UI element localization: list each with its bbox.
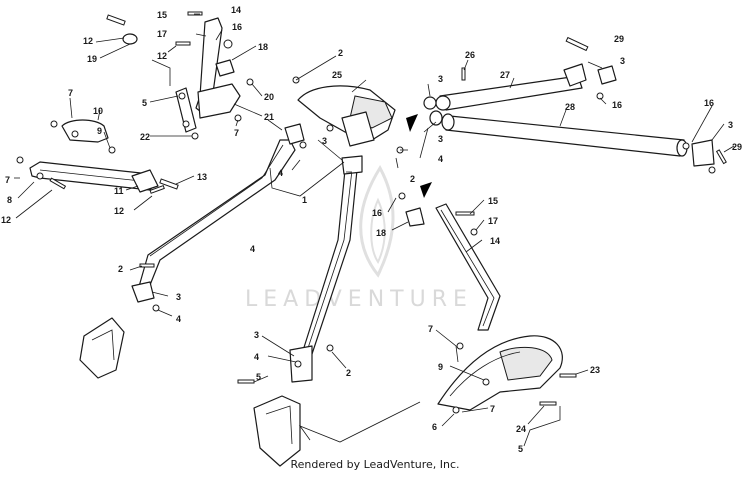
callout-22: 22 <box>140 132 150 142</box>
callout-3: 3 <box>438 74 443 84</box>
watermark-text: LEADVENTURE <box>245 287 473 312</box>
callout-4: 4 <box>254 352 259 362</box>
callout-2: 2 <box>346 368 351 378</box>
callout-4: 4 <box>176 314 181 324</box>
callout-20: 20 <box>264 92 274 102</box>
callout-7: 7 <box>490 404 495 414</box>
callout-23: 23 <box>590 365 600 375</box>
callout-18: 18 <box>258 42 268 52</box>
front-tube-left <box>131 123 305 312</box>
callout-14: 14 <box>490 236 500 246</box>
callout-4: 4 <box>250 244 255 254</box>
lower-left-mount <box>79 317 125 379</box>
callout-17: 17 <box>157 29 167 39</box>
upper-bracket-assembly <box>106 11 254 140</box>
front-tube-center <box>289 155 363 383</box>
callout-19: 19 <box>87 54 97 64</box>
callout-1: 1 <box>302 195 307 205</box>
callout-4: 4 <box>278 168 283 178</box>
callout-3: 3 <box>176 292 181 302</box>
callout-5: 5 <box>518 444 523 454</box>
callout-2: 2 <box>338 48 343 58</box>
callout-29: 29 <box>732 142 742 152</box>
callout-29: 29 <box>614 34 624 44</box>
watermark-logo <box>359 165 395 278</box>
callout-5: 5 <box>142 98 147 108</box>
callout-13: 13 <box>197 172 207 182</box>
callout-8: 8 <box>7 195 12 205</box>
callout-labels: 15 14 17 16 12 19 12 18 20 21 5 22 7 7 1… <box>1 5 742 454</box>
rear-mount-bracket <box>437 335 577 414</box>
callout-16: 16 <box>372 208 382 218</box>
callout-2: 2 <box>118 264 123 274</box>
callout-18: 18 <box>376 228 386 238</box>
left-crossbar-assembly <box>16 119 179 194</box>
callout-2: 2 <box>410 174 415 184</box>
callout-7: 7 <box>5 175 10 185</box>
lower-tube-28 <box>429 110 716 174</box>
callout-7: 7 <box>428 324 433 334</box>
leader-lines <box>14 13 735 447</box>
callout-11: 11 <box>114 186 124 196</box>
callout-21: 21 <box>264 112 274 122</box>
callout-3: 3 <box>728 120 733 130</box>
callout-3: 3 <box>438 134 443 144</box>
callout-7: 7 <box>68 88 73 98</box>
callout-10: 10 <box>93 106 103 116</box>
direction-arrow <box>406 114 418 132</box>
upper-tube-27 <box>423 63 587 111</box>
direction-arrow <box>420 182 432 198</box>
callout-6: 6 <box>432 422 437 432</box>
callout-12: 12 <box>157 51 167 61</box>
callout-9: 9 <box>97 126 102 136</box>
callout-12: 12 <box>1 215 11 225</box>
callout-3: 3 <box>254 330 259 340</box>
callout-12: 12 <box>114 206 124 216</box>
callout-25: 25 <box>332 70 342 80</box>
callout-16: 16 <box>612 100 622 110</box>
rear-tube-14 <box>398 192 501 331</box>
footer-credit: Rendered by LeadVenture, Inc. <box>290 458 460 471</box>
center-junction <box>292 76 404 154</box>
top-right-clamp <box>565 36 727 165</box>
callout-3: 3 <box>620 56 625 66</box>
callout-17: 17 <box>488 216 498 226</box>
callout-26: 26 <box>465 50 475 60</box>
callout-9: 9 <box>438 362 443 372</box>
callout-15: 15 <box>157 10 167 20</box>
callout-12: 12 <box>83 36 93 46</box>
callout-24: 24 <box>516 424 526 434</box>
lower-center-mount <box>237 379 301 467</box>
callout-4: 4 <box>438 154 443 164</box>
callout-14: 14 <box>231 5 241 15</box>
callout-15: 15 <box>488 196 498 206</box>
callout-16: 16 <box>704 98 714 108</box>
callout-16: 16 <box>232 22 242 32</box>
callout-28: 28 <box>565 102 575 112</box>
callout-3: 3 <box>322 136 327 146</box>
callout-27: 27 <box>500 70 510 80</box>
callout-5: 5 <box>256 372 261 382</box>
callout-7: 7 <box>234 128 239 138</box>
